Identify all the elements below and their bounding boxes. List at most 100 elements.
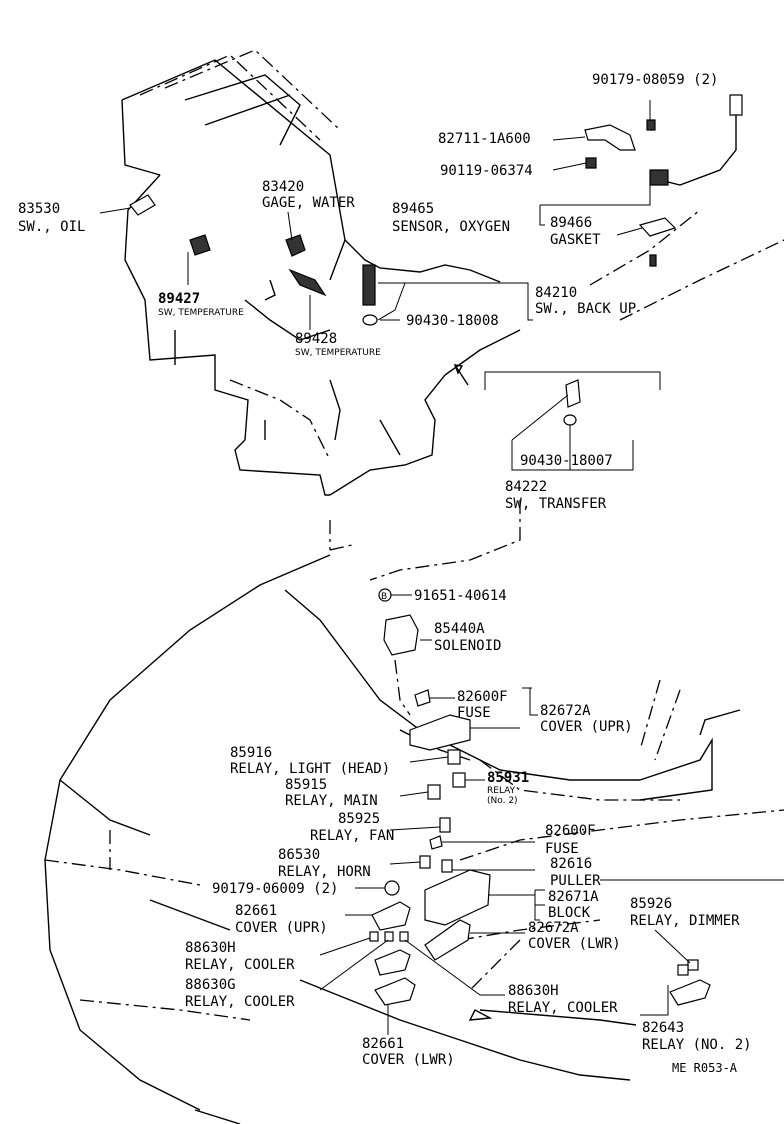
label-90179-08059: 90179-08059 (2) [592, 72, 718, 88]
part-name: GAGE, WATER [262, 195, 355, 211]
label-89465: 89465 SENSOR, OXYGEN [392, 201, 510, 235]
sw-oil-part[interactable] [99, 194, 156, 216]
part-name: COVER (LWR) [362, 1052, 455, 1068]
cover-lwr-82672A-part[interactable] [424, 919, 525, 961]
part-number: 85915 [285, 777, 327, 793]
bolt-marker: B [381, 592, 387, 602]
relay-main-part[interactable] [399, 784, 441, 800]
part-number: 90430-18008 [406, 313, 499, 329]
part-number: 83420 [262, 179, 304, 195]
part-number: 83530 [18, 201, 60, 217]
part-name: RELAY, MAIN [285, 793, 378, 809]
sw-back-up-part[interactable] [362, 264, 533, 326]
relay-light-head-part[interactable] [409, 749, 461, 765]
part-number: 82672A [540, 703, 591, 719]
relay-horn-part[interactable] [389, 855, 431, 869]
sw-temperature-89428-part[interactable] [288, 268, 327, 330]
label-89466: 89466 GASKET [550, 215, 601, 248]
part-number: 91651-40614 [414, 588, 507, 604]
engine-block-drawing [121, 49, 521, 496]
cover-upr-82661-part[interactable] [345, 901, 411, 931]
label-88630H-right: 88630H RELAY, COOLER [508, 983, 618, 1016]
label-86530: 86530 RELAY, HORN [278, 847, 371, 880]
label-89427: 89427 SW, TEMPERATURE [158, 291, 244, 318]
part-number: 84222 [505, 479, 547, 495]
part-number: 82616 [550, 856, 592, 872]
part-number: 82661 [235, 903, 277, 919]
label-82600F-lower: 82600F FUSE [545, 823, 596, 857]
label-88630H-left: 88630H RELAY, COOLER [185, 940, 295, 973]
part-name: SW, TEMPERATURE [295, 348, 381, 358]
oxygen-sensor-part[interactable] [539, 94, 784, 321]
relay-cooler-88630H-left-part[interactable] [319, 931, 379, 956]
part-number: 88630H [185, 940, 236, 956]
label-82672A-upr: 82672A COVER (UPR) [540, 703, 633, 735]
label-89428: 89428 SW, TEMPERATURE [295, 331, 381, 358]
part-number: 86530 [278, 847, 320, 863]
part-number: 88630H [508, 983, 559, 999]
part-name: COVER (UPR) [235, 920, 328, 936]
part-name: RELAY, COOLER [185, 994, 295, 1010]
label-82643: 82643 RELAY (NO. 2) [642, 1020, 752, 1053]
clip-90179-06009-part[interactable] [355, 880, 400, 896]
relay-cooler-88630G-part[interactable] [319, 931, 411, 991]
label-84210: 84210 SW., BACK UP [535, 285, 636, 317]
label-90119: 90119-06374 [440, 163, 533, 179]
part-name: COVER (UPR) [540, 719, 633, 735]
label-82672A-lwr: 82672A COVER (LWR) [528, 920, 621, 952]
fuse-82600F-lower-part[interactable] [429, 835, 535, 850]
label-90430-18007: 90430-18007 [520, 453, 613, 469]
relay-fan-part[interactable] [389, 817, 451, 833]
sw-temperature-89427-part[interactable] [187, 234, 211, 285]
part-name: SW., OIL [18, 219, 85, 235]
relay-no2-85931-part[interactable] [452, 772, 485, 788]
part-number: 85925 [338, 811, 380, 827]
sw-transfer-part[interactable] [484, 371, 661, 471]
part-name: SW, TRANSFER [505, 496, 607, 512]
label-85440A: 85440A SOLENOID [434, 621, 501, 654]
label-90179-06009: 90179-06009 (2) [212, 881, 338, 897]
puller-part[interactable] [441, 859, 535, 873]
part-number: 85931 [487, 770, 529, 786]
label-82600F-upper: 82600F FUSE [457, 689, 508, 721]
part-number: 90119-06374 [440, 163, 533, 179]
figure-code: ME R053-A [672, 1061, 738, 1075]
part-name: RELAY (NO. 2) [642, 1037, 752, 1053]
fuse-82600F-upper-part[interactable] [414, 687, 538, 716]
cover-lwr-82661-part[interactable] [374, 977, 416, 1035]
part-number: 82672A [528, 920, 579, 936]
relay-no2-82643-part[interactable] [640, 964, 711, 1016]
label-83420: 83420 GAGE, WATER [262, 179, 355, 211]
part-number: 90179-06009 (2) [212, 881, 338, 897]
part-number: 82711-1A600 [438, 131, 531, 147]
part-number: 85440A [434, 621, 485, 637]
label-83530: 83530 SW., OIL [18, 201, 85, 235]
label-82616: 82616 PULLER [550, 856, 601, 889]
label-85926: 85926 RELAY, DIMMER [630, 896, 740, 929]
part-name: RELAY, FAN [310, 828, 394, 844]
part-name: RELAY, COOLER [508, 1000, 618, 1016]
part-number: 89427 [158, 291, 200, 307]
cover-upr-82672A-part[interactable] [409, 714, 520, 751]
part-number: 82671A [548, 889, 599, 905]
vehicle-body-drawing [44, 500, 784, 1124]
part-number: 88630G [185, 977, 236, 993]
label-82711: 82711-1A600 [438, 131, 531, 147]
part-name: PULLER [550, 873, 601, 889]
relay-block-part[interactable] [424, 869, 545, 926]
label-82661-upr: 82661 COVER (UPR) [235, 903, 328, 936]
part-name: RELAY, COOLER [185, 957, 295, 973]
part-name: SENSOR, OXYGEN [392, 219, 510, 235]
part-number: 90179-08059 (2) [592, 72, 718, 88]
label-82661-lwr: 82661 COVER (LWR) [362, 1036, 455, 1068]
part-name: RELAY, DIMMER [630, 913, 740, 929]
part-number: 82600F [457, 689, 508, 705]
part-name: RELAY, LIGHT (HEAD) [230, 761, 390, 777]
solenoid-part[interactable]: B [378, 588, 432, 716]
part-name: GASKET [550, 232, 601, 248]
part-number: 89465 [392, 201, 434, 217]
part-name: RELAY [487, 786, 516, 796]
gage-water-part[interactable] [285, 211, 306, 257]
relay-cooler-88630H-right-part[interactable] [399, 931, 505, 996]
part-number: 82661 [362, 1036, 404, 1052]
